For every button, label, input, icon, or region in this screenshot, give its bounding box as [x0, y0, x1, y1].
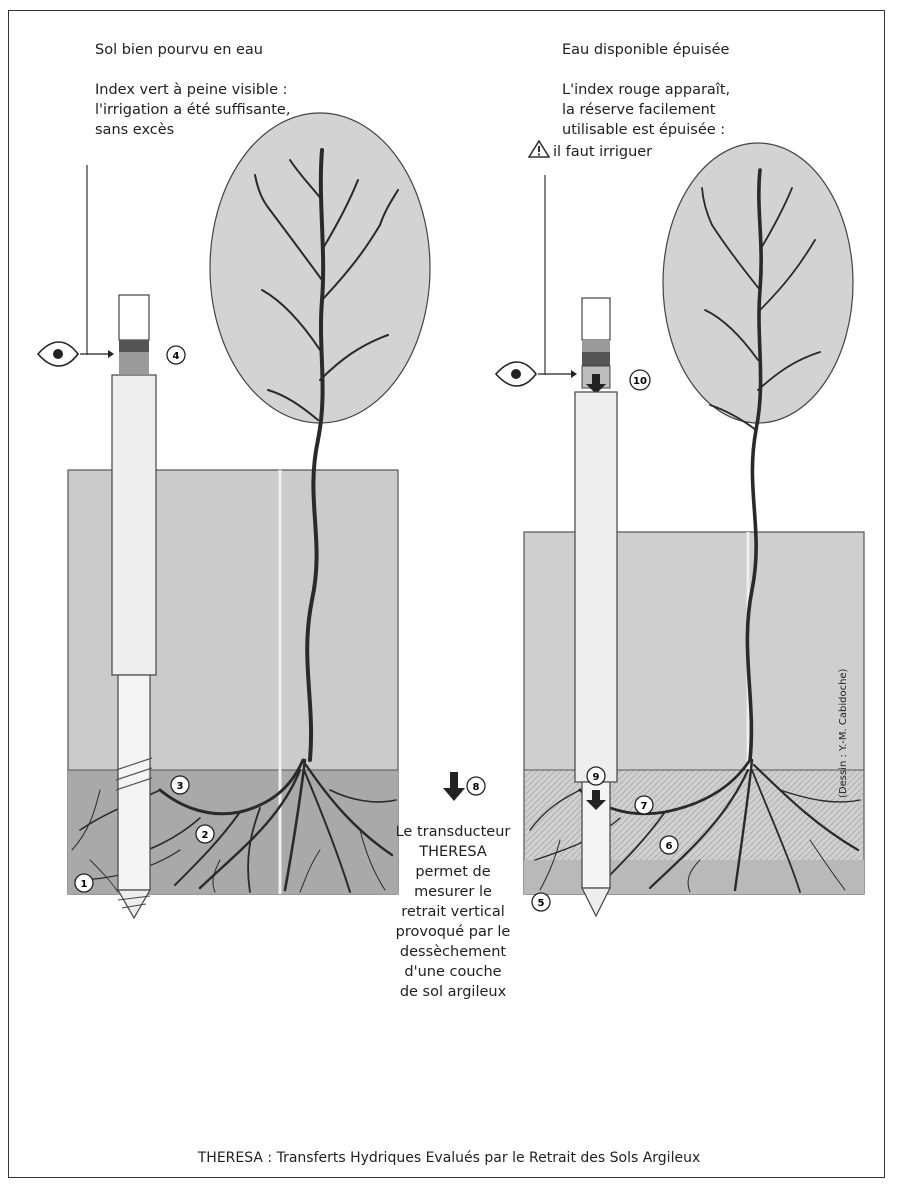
marker-2-label: 2: [202, 830, 209, 841]
center-line-7: dessèchement: [378, 942, 528, 962]
warning-triangle-icon: [528, 140, 550, 158]
center-line-6: provoqué par le: [378, 922, 528, 942]
marker-9: 9: [587, 767, 605, 785]
marker-6-label: 6: [666, 841, 673, 852]
left-heading: Sol bien pourvu en eau: [95, 40, 263, 60]
left-probe: [112, 295, 156, 918]
marker-7: 7: [635, 796, 653, 814]
marker-8-label: 8: [473, 782, 480, 793]
left-note-line-3: sans excès: [95, 120, 174, 140]
marker-3-label: 3: [177, 781, 184, 792]
marker-4: 4: [167, 346, 185, 364]
center-line-1: Le transducteur: [378, 822, 528, 842]
right-heading: Eau disponible épuisée: [562, 40, 729, 60]
right-note-line-1: L'index rouge apparaît,: [562, 80, 730, 100]
marker-5: 5: [532, 893, 550, 911]
left-eye-icon: [38, 342, 114, 366]
center-line-2: THERESA: [378, 842, 528, 862]
marker-8: 8: [467, 777, 485, 795]
marker-1-label: 1: [81, 879, 88, 890]
marker-9-label: 9: [593, 772, 600, 783]
center-line-5: retrait vertical: [378, 902, 528, 922]
marker-4-label: 4: [173, 351, 180, 362]
center-line-9: de sol argileux: [378, 982, 528, 1002]
figure-caption: THERESA : Transferts Hydriques Evalués p…: [0, 1150, 898, 1166]
marker-7-label: 7: [641, 801, 648, 812]
marker-10: 10: [630, 370, 650, 390]
center-line-8: d'une couche: [378, 962, 528, 982]
left-note-line-2: l'irrigation a été suffisante,: [95, 100, 290, 120]
left-note-line-1: Index vert à peine visible :: [95, 80, 288, 100]
center-line-4: mesurer le: [378, 882, 528, 902]
right-note-line-2: la réserve facilement: [562, 100, 716, 120]
right-eye-icon: [496, 362, 577, 386]
warning-row: il faut irriguer: [528, 140, 652, 162]
illustration-credit: (Dessin : Y.-M. Cabidoche): [838, 558, 854, 798]
right-note-line-3: utilisable est épuisée :: [562, 120, 725, 140]
center-arrow: [443, 772, 465, 801]
marker-6: 6: [660, 836, 678, 854]
marker-10-label: 10: [633, 376, 647, 387]
marker-2: 2: [196, 825, 214, 843]
marker-3: 3: [171, 776, 189, 794]
warning-text: il faut irriguer: [553, 144, 652, 160]
marker-1: 1: [75, 874, 93, 892]
marker-5-label: 5: [538, 898, 545, 909]
center-line-3: permet de: [378, 862, 528, 882]
